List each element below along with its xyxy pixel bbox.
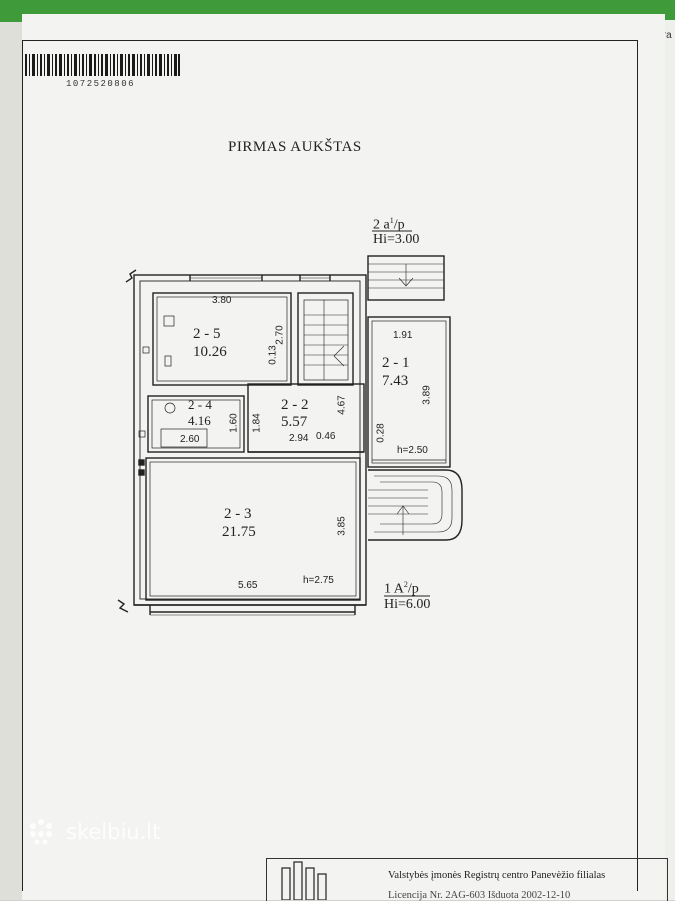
dim-3-89: 3.89 bbox=[421, 385, 433, 405]
barcode-icon bbox=[25, 54, 180, 76]
registry-stamp bbox=[266, 858, 668, 901]
height-2-75: h=2.75 bbox=[303, 575, 334, 586]
dim-5-65: 5.65 bbox=[238, 580, 258, 591]
room-2-1-id: 2 - 1 bbox=[382, 355, 410, 371]
lower-sup: 2 bbox=[403, 580, 408, 589]
dim-1-91: 1.91 bbox=[393, 330, 413, 341]
dim-2-60: 2.60 bbox=[180, 434, 200, 445]
height-2-50: h=2.50 bbox=[397, 445, 428, 456]
dim-4-67: 4.67 bbox=[336, 395, 348, 415]
room-2-5 bbox=[152, 292, 292, 386]
lower-code: 1 A bbox=[384, 581, 404, 597]
page-title: PIRMAS AUKŠTAS bbox=[228, 139, 362, 155]
floor-plan-page bbox=[22, 14, 665, 900]
lower-suffix: /p bbox=[407, 581, 419, 597]
room-2-3 bbox=[145, 457, 361, 601]
skelbiu-logo-icon bbox=[30, 819, 52, 845]
room-2-1-area: 7.43 bbox=[382, 373, 409, 389]
room-2-4 bbox=[147, 395, 245, 453]
dim-0-13: 0.13 bbox=[267, 345, 279, 365]
dim-2-70: 2.70 bbox=[274, 325, 286, 345]
stamp-line-2: Licencija Nr. 2AG-603 Išduota 2002-12-10 bbox=[388, 890, 571, 901]
lower-annotation: 1 A2/p bbox=[384, 581, 419, 597]
dim-1-60: 1.60 bbox=[228, 413, 240, 433]
room-2-5-area: 10.26 bbox=[193, 344, 227, 360]
upper-hi: Hi=3.00 bbox=[373, 232, 420, 247]
room-2-2-area: 5.57 bbox=[281, 414, 308, 430]
room-2-4-area: 4.16 bbox=[188, 413, 211, 428]
room-2-1 bbox=[367, 316, 451, 468]
upper-sup: 1 bbox=[389, 216, 394, 225]
upper-suffix: /p bbox=[393, 217, 405, 233]
dim-0-46: 0.46 bbox=[316, 431, 336, 442]
dim-3-85: 3.85 bbox=[336, 516, 348, 536]
page-frame bbox=[22, 40, 638, 891]
barcode-number: 1072520806 bbox=[66, 79, 136, 89]
registry-logo-icon bbox=[281, 861, 327, 900]
room-2-5-id: 2 - 5 bbox=[193, 326, 221, 342]
upper-code: 2 a bbox=[373, 217, 390, 233]
dim-2-94: 2.94 bbox=[289, 433, 309, 444]
upper-annotation: 2 a1/p bbox=[373, 217, 405, 233]
room-2-3-area: 21.75 bbox=[222, 524, 256, 540]
room-2-3-id: 2 - 3 bbox=[224, 506, 252, 522]
dim-0-28: 0.28 bbox=[375, 423, 387, 443]
watermark-text: skelbiu.lt bbox=[66, 820, 161, 844]
lower-hi: Hi=6.00 bbox=[384, 597, 431, 612]
stamp-line-1: Valstybės įmonės Registrų centro Panevėž… bbox=[388, 870, 606, 881]
room-2-2-id: 2 - 2 bbox=[281, 397, 309, 413]
room-2-4-id: 2 - 4 bbox=[188, 397, 212, 412]
watermark: skelbiu.lt bbox=[26, 818, 196, 844]
dim-1-84: 1.84 bbox=[251, 413, 263, 433]
dim-3-80: 3.80 bbox=[212, 295, 232, 306]
